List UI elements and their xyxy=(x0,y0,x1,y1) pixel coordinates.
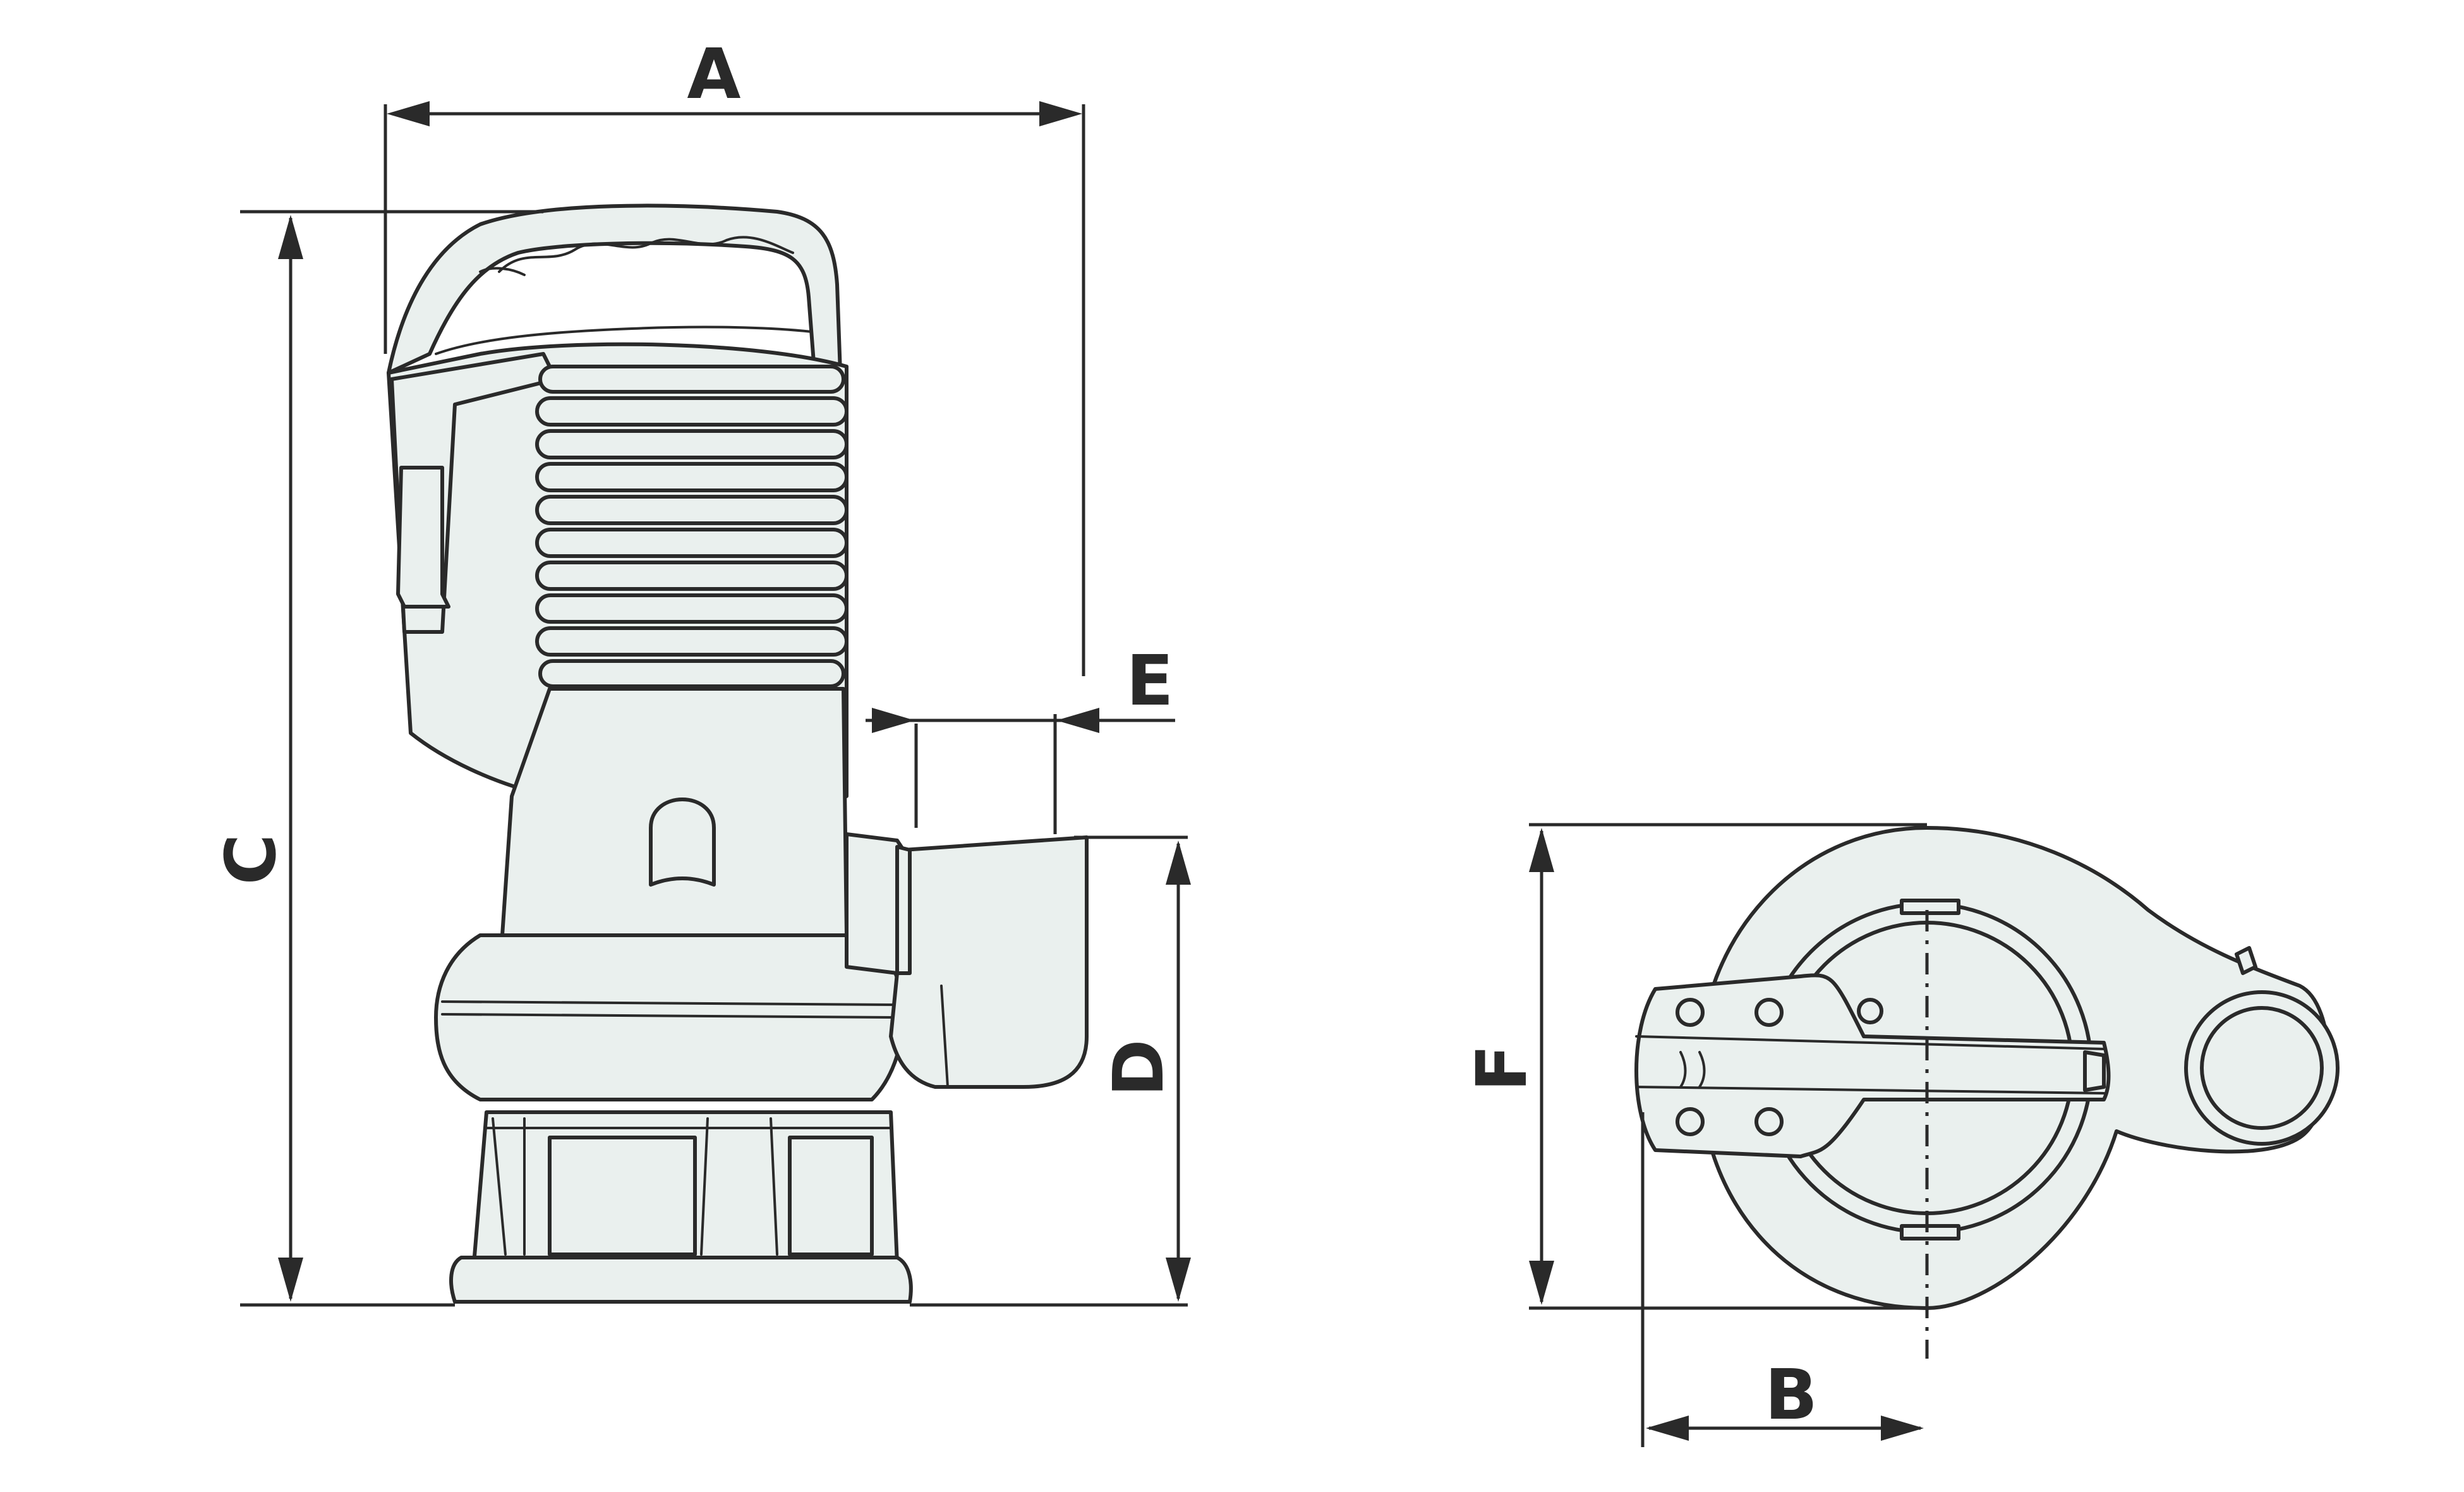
top-lug-lower xyxy=(1900,1224,1960,1240)
outlet-flange xyxy=(895,845,912,975)
cooling-fins xyxy=(535,365,849,688)
handle-screw-4 xyxy=(1754,1107,1784,1136)
volute-seam-lower xyxy=(441,1013,898,1019)
top-bolt xyxy=(1857,998,1883,1024)
pump-side-view xyxy=(387,203,1089,1304)
label-b: B xyxy=(1765,1354,1818,1435)
label-c: C xyxy=(210,834,291,885)
label-f: F xyxy=(1461,1044,1542,1091)
pump-top-view xyxy=(1634,826,2340,1359)
outlet-ring-inner xyxy=(2200,1006,2324,1130)
volute-seam-upper xyxy=(441,1000,898,1006)
dimension-lines xyxy=(240,101,1927,1447)
stand-window-left xyxy=(548,1136,697,1256)
handle-hook xyxy=(479,267,526,276)
drain-plug xyxy=(649,798,716,887)
top-lug-upper xyxy=(1900,899,1960,915)
handle-screw-3 xyxy=(1676,1107,1705,1136)
handle-screw-2 xyxy=(1754,998,1784,1027)
handle-inner-ridge xyxy=(435,325,813,355)
outlet-stub xyxy=(2235,946,2257,975)
handle-end-cap xyxy=(2083,1050,2106,1092)
label-d: D xyxy=(1098,1039,1179,1096)
pump-handle xyxy=(387,203,842,381)
handle-top-bar xyxy=(1634,973,2111,1158)
handle-top-grip xyxy=(1635,1035,2105,1095)
pump-base xyxy=(449,1256,913,1304)
label-a: A xyxy=(687,33,740,114)
label-e: E xyxy=(1126,640,1173,721)
handle-screw-1 xyxy=(1676,998,1705,1027)
outlet-inner-edge xyxy=(940,985,949,1088)
handle-grip-marks xyxy=(1679,1051,1706,1088)
cable-gland xyxy=(396,466,450,609)
handle-grip-wave xyxy=(498,236,794,273)
stand-rib-left xyxy=(492,1117,526,1256)
stand-window-right xyxy=(788,1136,874,1256)
stand-rib-center xyxy=(700,1117,778,1256)
dimension-labels: A E B C D F xyxy=(210,33,1818,1435)
